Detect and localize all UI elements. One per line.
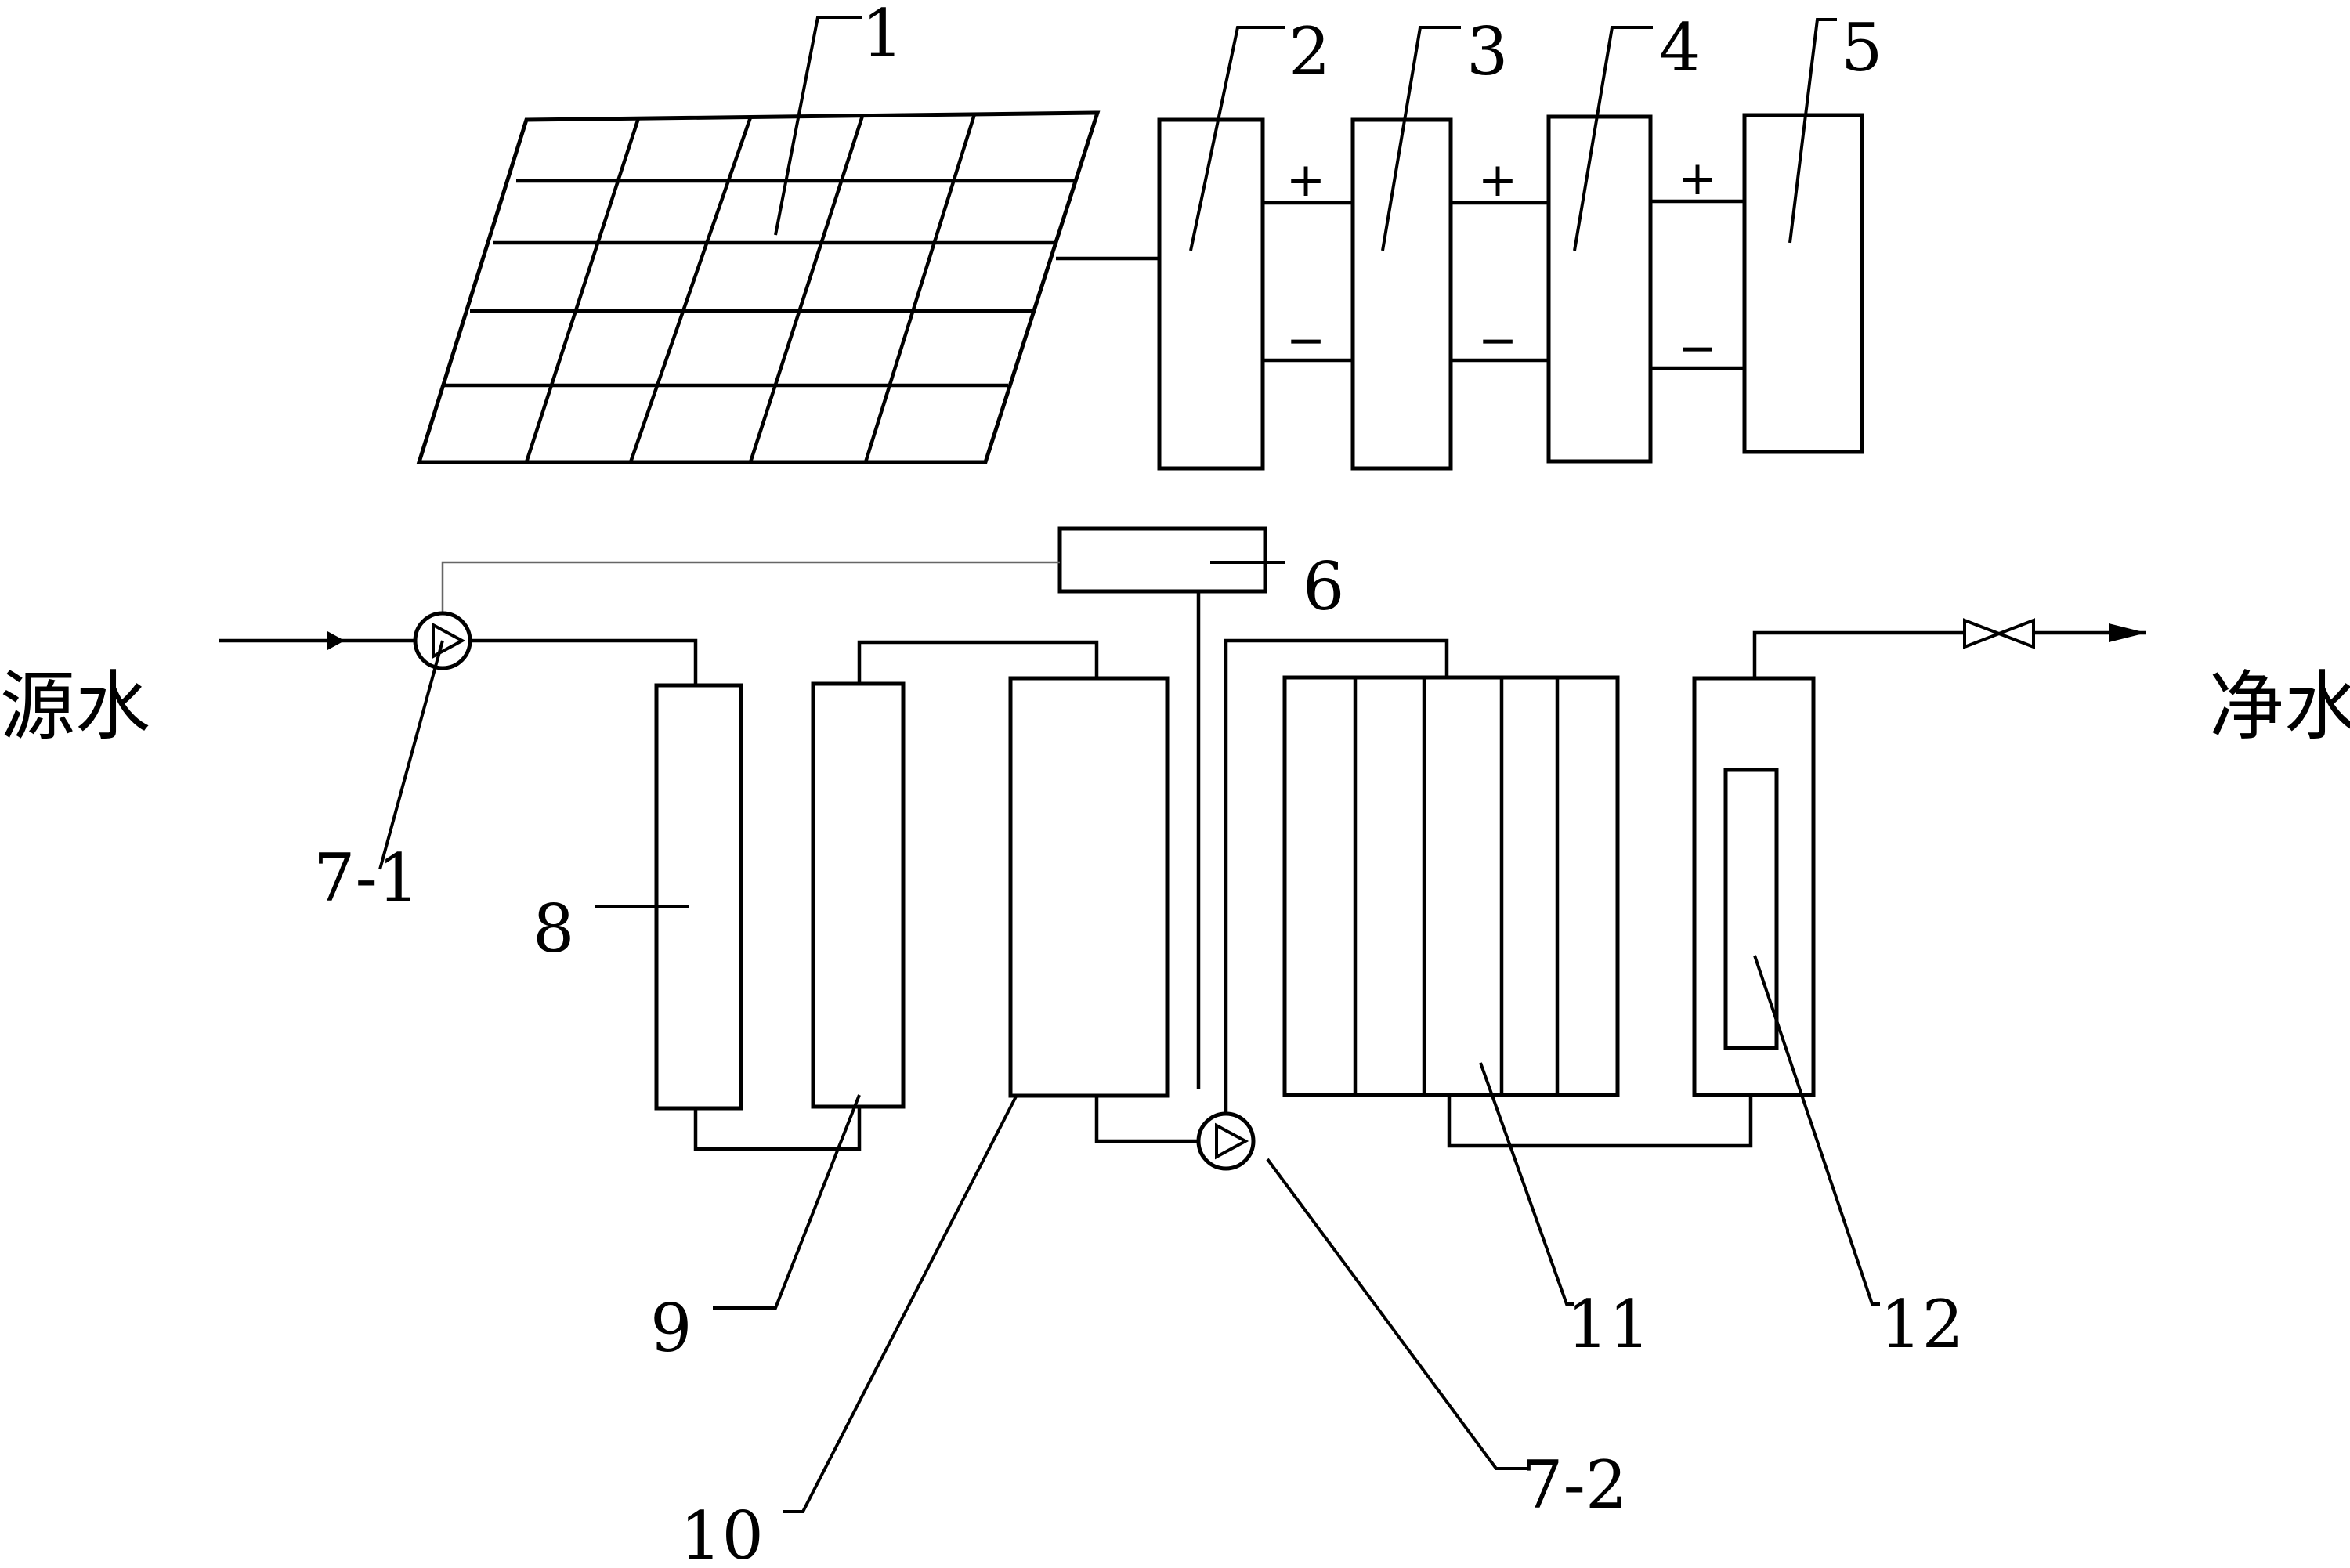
filter-9 <box>811 681 906 1109</box>
clean-water-label: 净水 <box>2209 663 2350 750</box>
plus-sign-2: + <box>1478 153 1517 208</box>
unit-2 <box>1157 117 1265 471</box>
module-11 <box>1282 675 1620 1097</box>
plus-sign-3: + <box>1678 151 1717 206</box>
minus-sign-1: − <box>1286 313 1325 368</box>
outlet-arrow-icon <box>2109 623 2146 642</box>
inlet-arrow-icon <box>327 631 345 650</box>
pipe-11-to-12 <box>1447 1095 1753 1148</box>
label-5: 5 <box>1841 9 1882 86</box>
dc-wiring <box>1263 199 1744 370</box>
label-7-2: 7-2 <box>1521 1447 1627 1523</box>
minus-sign-3: − <box>1678 321 1717 376</box>
unit-12 <box>1692 676 1816 1097</box>
pipe-pump1-to-filter8 <box>470 638 698 685</box>
label-1: 1 <box>862 0 903 72</box>
tank-10 <box>1008 676 1170 1098</box>
valve-icon <box>1963 618 2035 649</box>
leader-lines <box>378 16 1880 1513</box>
label-8: 8 <box>533 891 574 967</box>
unit-4 <box>1546 114 1653 464</box>
source-water-label: 源水 <box>0 663 150 750</box>
label-6: 6 <box>1303 548 1344 625</box>
label-3: 3 <box>1466 13 1508 90</box>
pipe-pump2-to-11 <box>1224 638 1449 1114</box>
label-2: 2 <box>1289 13 1330 90</box>
label-12: 12 <box>1880 1286 1964 1363</box>
plus-sign-1: + <box>1286 153 1325 208</box>
pipe-9-to-10 <box>857 640 1099 684</box>
label-10: 10 <box>680 1498 764 1568</box>
pump-7-2 <box>1196 1111 1256 1171</box>
label-4: 4 <box>1659 9 1701 86</box>
pipe-8-to-9 <box>693 1107 862 1151</box>
label-11: 11 <box>1567 1286 1650 1363</box>
minus-sign-2: − <box>1478 313 1517 368</box>
controller-6 <box>1058 526 1267 594</box>
label-7-1: 7-1 <box>313 840 419 916</box>
solar-panel <box>416 110 1101 464</box>
filter-8 <box>654 683 743 1111</box>
unit-5 <box>1742 113 1864 454</box>
control-line-pump-1 <box>441 561 1060 619</box>
unit-3 <box>1350 117 1453 471</box>
outlet-pipe <box>1752 630 1965 678</box>
label-9: 9 <box>650 1290 692 1367</box>
pipe-10-to-pump2 <box>1094 1096 1198 1143</box>
